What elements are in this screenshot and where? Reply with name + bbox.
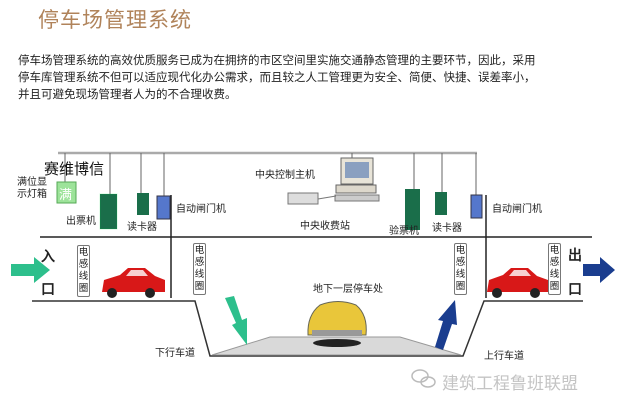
entrance-label-bottom: 口 xyxy=(41,282,55,298)
card-reader-out-label: 读卡器 xyxy=(432,223,462,234)
induction-coil-label: 电感线圈 xyxy=(193,243,206,295)
yellow-car-icon xyxy=(307,301,367,347)
up-ramp-label: 上行车道 xyxy=(484,351,524,362)
ticket-checker xyxy=(405,189,420,230)
exit-arrow-icon xyxy=(583,257,615,283)
down-ramp-label: 下行车道 xyxy=(155,348,195,359)
full-sign-text: 满 xyxy=(59,188,73,203)
central-station-label: 中央收费站 xyxy=(300,221,350,232)
brand-label: 赛维博信 xyxy=(44,160,105,178)
induction-coil-label: 电感线圈 xyxy=(548,243,561,295)
printer-icon xyxy=(287,192,319,205)
ticket-machine-label: 出票机 xyxy=(66,216,96,227)
full-sign-label-line: 满位显 xyxy=(17,177,47,188)
description-line: 停车场管理系统的高效优质服务已成为在拥挤的市区空间里实施交通静态管理的主要环节，… xyxy=(18,53,536,67)
description-line: 并且可避免现场管理者人为的不合理收费。 xyxy=(18,87,237,101)
description: 停车场管理系统的高效优质服务已成为在拥挤的市区空间里实施交通静态管理的主要环节，… xyxy=(18,52,536,103)
gate-out-label: 自动闸门机 xyxy=(492,204,542,215)
road-lower-line xyxy=(32,300,583,357)
computer-icon xyxy=(334,157,380,202)
car-icon-exit xyxy=(487,268,548,298)
entrance-label-top: 入 xyxy=(41,249,55,265)
exit-label-bottom: 口 xyxy=(568,282,582,298)
card-reader-in xyxy=(137,193,149,215)
induction-coil-label: 电感线圈 xyxy=(77,245,90,297)
car-icon-entry xyxy=(102,268,165,298)
wechat-icon xyxy=(411,369,436,388)
ticket-machine xyxy=(99,193,118,230)
exit-label-top: 出 xyxy=(568,248,582,264)
up-ramp-arrow-icon xyxy=(435,300,457,350)
entrance-arrow-icon xyxy=(11,257,50,283)
description-line: 停车库管理系统不但可以适应现代化办公需求，而且较之人工管理更为安全、简便、快捷、… xyxy=(18,70,536,84)
full-sign-label-line: 示灯箱 xyxy=(17,189,47,200)
full-sign-label: 满位显 示灯箱 xyxy=(17,177,47,201)
induction-coil-label: 电感线圈 xyxy=(454,243,467,295)
page-title: 停车场管理系统 xyxy=(38,8,192,32)
full-sign-box xyxy=(56,181,77,204)
card-reader-out xyxy=(435,192,447,215)
gate-out-machine xyxy=(470,194,483,219)
central-host-label: 中央控制主机 xyxy=(255,170,315,181)
gate-in-machine xyxy=(156,195,171,220)
watermark: 建筑工程鲁班联盟 xyxy=(442,374,578,394)
parking-area-label: 地下一层停车处 xyxy=(313,284,383,295)
gate-in-label: 自动闸门机 xyxy=(176,204,226,215)
ticket-checker-label: 验票机 xyxy=(389,226,419,237)
card-reader-in-label: 读卡器 xyxy=(127,222,157,233)
down-ramp-arrow-icon xyxy=(225,296,247,345)
